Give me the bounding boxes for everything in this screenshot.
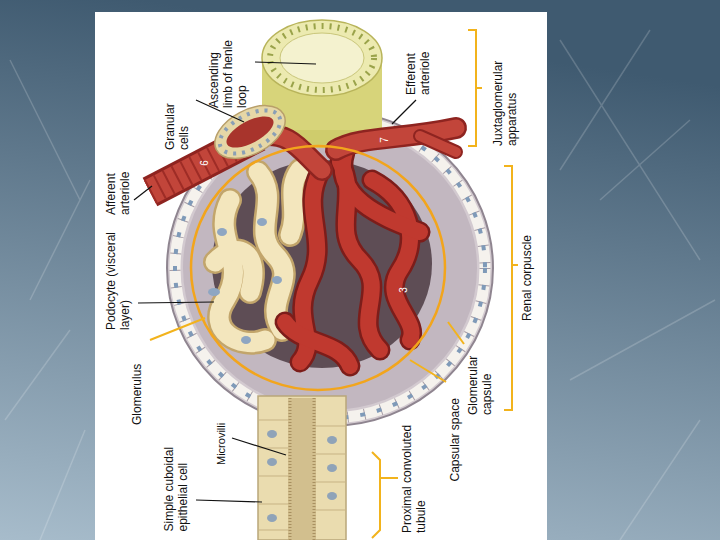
- group-label: Renal corpuscle: [520, 209, 534, 321]
- part-label: Proximal convoluted tubule: [400, 421, 428, 533]
- proximal-tubule: [258, 396, 346, 540]
- group-label: Juxtaglomerular apparatus: [491, 34, 519, 146]
- callout-number: 3: [397, 283, 411, 297]
- part-label: Granular cells: [163, 90, 191, 150]
- photo-panel: [95, 12, 547, 540]
- part-label: Efferent arteriole: [404, 33, 432, 95]
- part-label: Capsular space: [447, 387, 461, 482]
- part-label: Glomerular capsule: [466, 345, 494, 415]
- callout-number: 6: [198, 156, 212, 170]
- part-label: Afferent arteriole: [104, 155, 132, 215]
- part-label: Podocyte (visceral layer): [104, 230, 132, 330]
- callout-number: 7: [378, 133, 392, 147]
- leader-lines: [134, 62, 416, 502]
- part-label: Glomerulus: [130, 345, 144, 425]
- part-label: Simple cuboidal epithelial cell: [161, 437, 189, 532]
- glomerulus-outline: [191, 146, 445, 390]
- capillaries: [285, 152, 420, 366]
- part-label: Ascending limb of henle loop: [207, 36, 249, 108]
- yellow-leaders: [150, 30, 518, 538]
- part-label: Microvilli: [214, 405, 228, 465]
